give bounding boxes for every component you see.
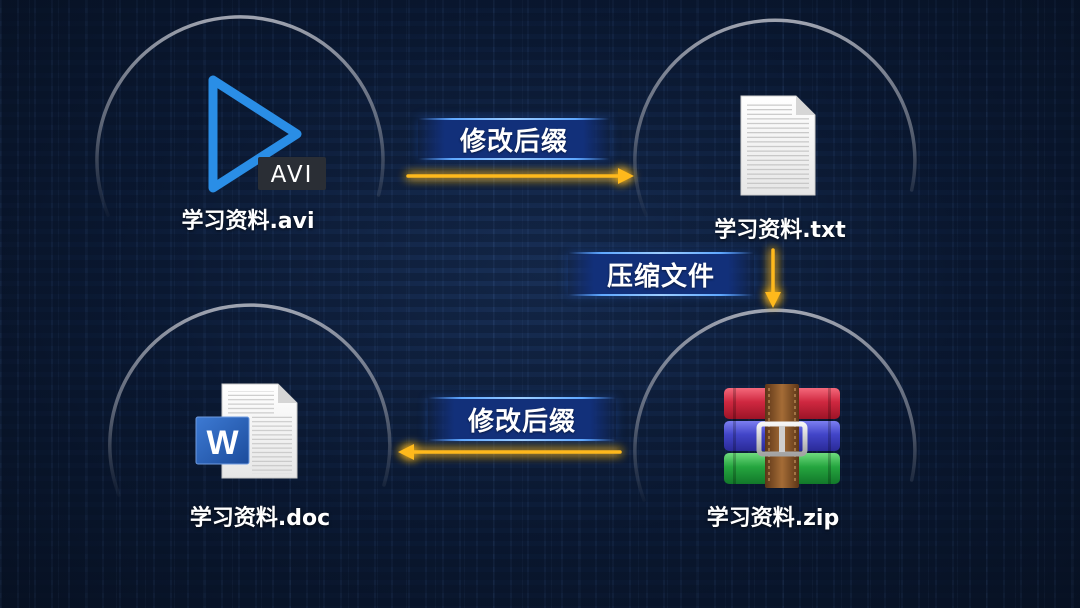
step-banner-rename-second: 修改后缀 <box>428 397 616 441</box>
arrow-head <box>398 444 414 460</box>
arrow-head <box>618 168 634 184</box>
word-page-fold <box>278 384 297 403</box>
arc-txt-node <box>633 18 917 217</box>
word-page-lines <box>252 416 292 474</box>
belt-buckle <box>756 421 808 457</box>
arrow-avi-to-txt <box>406 168 634 184</box>
text-file-fold <box>796 96 815 115</box>
text-file-lines <box>747 103 792 116</box>
word-page-lines <box>228 391 274 416</box>
book-band <box>828 388 831 484</box>
arc-doc-node <box>108 303 392 497</box>
word-document-icon: W <box>195 383 298 479</box>
node-label-zip: 学习资料.zip <box>706 506 840 531</box>
arc-zip-node <box>633 308 917 502</box>
play-icon: AVI <box>208 75 326 193</box>
avi-badge-text: AVI <box>271 162 314 188</box>
arc-avi-node <box>95 15 385 217</box>
play-triangle <box>208 75 302 193</box>
arrow-txt-to-zip <box>765 248 781 308</box>
winrar-archive-icon <box>724 384 840 488</box>
avi-badge <box>258 157 326 190</box>
text-file-lines <box>747 116 809 190</box>
step-label: 修改后缀 <box>459 126 568 157</box>
step-banner-compress: 压缩文件 <box>568 252 754 296</box>
buckle-prong <box>779 426 785 452</box>
book-band <box>733 388 736 484</box>
node-label-avi: 学习资料.avi <box>181 209 315 234</box>
step-label: 压缩文件 <box>606 261 715 292</box>
word-logo-letter: W <box>206 424 239 462</box>
arrow-zip-to-doc <box>398 444 622 460</box>
node-label-txt: 学习资料.txt <box>714 218 846 243</box>
text-file-icon <box>740 95 816 196</box>
node-label-doc: 学习资料.doc <box>189 506 331 531</box>
word-logo-box <box>195 416 250 465</box>
step-banner-rename-first: 修改后缀 <box>418 118 610 160</box>
step-label: 修改后缀 <box>467 406 576 437</box>
arrow-head <box>765 292 781 308</box>
